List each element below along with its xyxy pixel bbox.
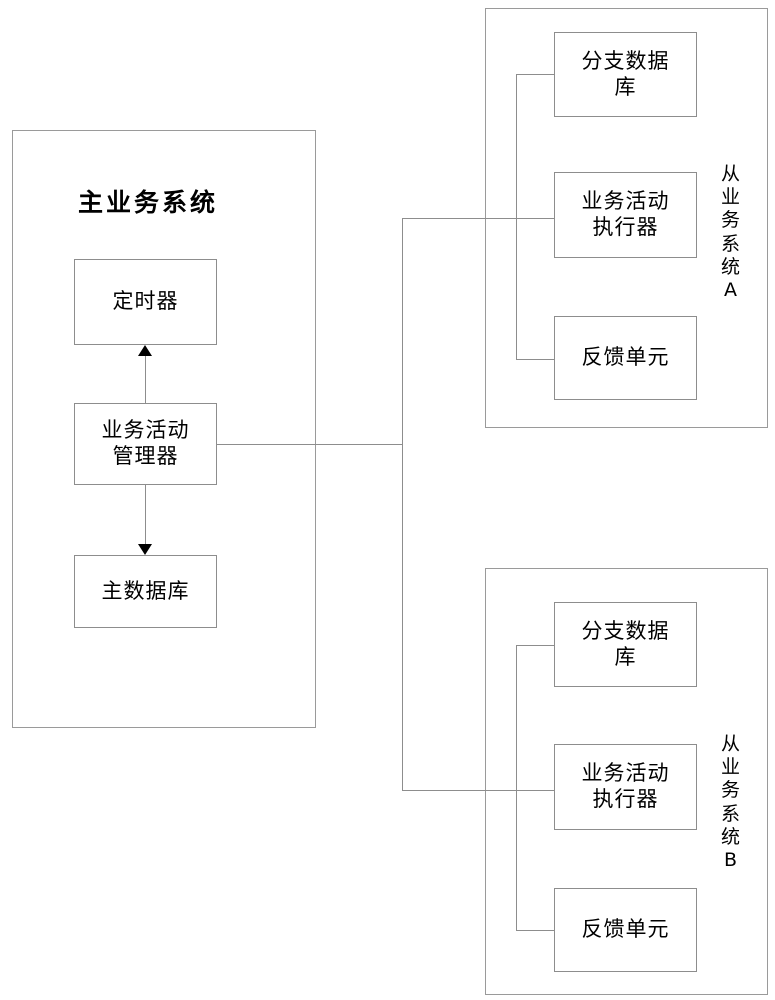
sub-a-bus-to-branch-database: [516, 74, 555, 75]
sub-system-a-label: 从业务系 统 A: [720, 163, 741, 301]
main-system-container: [12, 130, 316, 728]
feedback-unit-a-label: 反馈单元: [581, 345, 670, 370]
timer-box[interactable]: 定时器: [74, 259, 217, 345]
branch-database-b-label: 分支数据 库: [581, 618, 670, 669]
arrowhead-up-timer: [138, 345, 152, 356]
activity-executor-b-box[interactable]: 业务活动 执行器: [554, 744, 697, 830]
feedback-unit-a-box[interactable]: 反馈单元: [554, 316, 697, 400]
main-system-title: 主业务系统: [78, 188, 219, 217]
sub-a-internal-bus: [516, 74, 517, 359]
sub-b-bus-to-feedback-unit: [516, 930, 555, 931]
connector-manager-to-trunk: [217, 444, 403, 445]
connector-manager-to-timer: [145, 348, 146, 403]
sub-a-bus-to-feedback-unit: [516, 359, 555, 360]
sub-b-internal-bus: [516, 645, 517, 930]
trunk-bus-vertical: [402, 218, 403, 790]
branch-database-a-label: 分支数据 库: [581, 48, 670, 99]
branch-database-b-box[interactable]: 分支数据 库: [554, 602, 697, 687]
timer-label: 定时器: [112, 289, 179, 314]
main-database-box[interactable]: 主数据库: [74, 555, 217, 628]
connector-manager-to-database: [145, 485, 146, 544]
feedback-unit-b-label: 反馈单元: [581, 917, 670, 942]
sub-b-bus-to-executor: [516, 790, 555, 791]
sub-a-bus-to-executor: [516, 218, 555, 219]
activity-manager-box[interactable]: 业务活动 管理器: [74, 403, 217, 485]
feedback-unit-b-box[interactable]: 反馈单元: [554, 888, 697, 972]
main-database-label: 主数据库: [101, 578, 190, 603]
activity-executor-a-box[interactable]: 业务活动 执行器: [554, 172, 697, 258]
activity-manager-label: 业务活动 管理器: [101, 418, 190, 468]
branch-database-a-box[interactable]: 分支数据 库: [554, 32, 697, 117]
sub-b-bus-to-branch-database: [516, 645, 555, 646]
activity-executor-b-label: 业务活动 执行器: [581, 761, 670, 811]
sub-system-b-label: 从业务系 统 B: [720, 733, 741, 871]
connector-trunk-to-sub-b: [402, 790, 516, 791]
arrowhead-down-database: [138, 544, 152, 555]
connector-trunk-to-sub-a: [402, 218, 516, 219]
sub-system-b-container: [485, 568, 768, 995]
activity-executor-a-label: 业务活动 执行器: [581, 189, 670, 239]
